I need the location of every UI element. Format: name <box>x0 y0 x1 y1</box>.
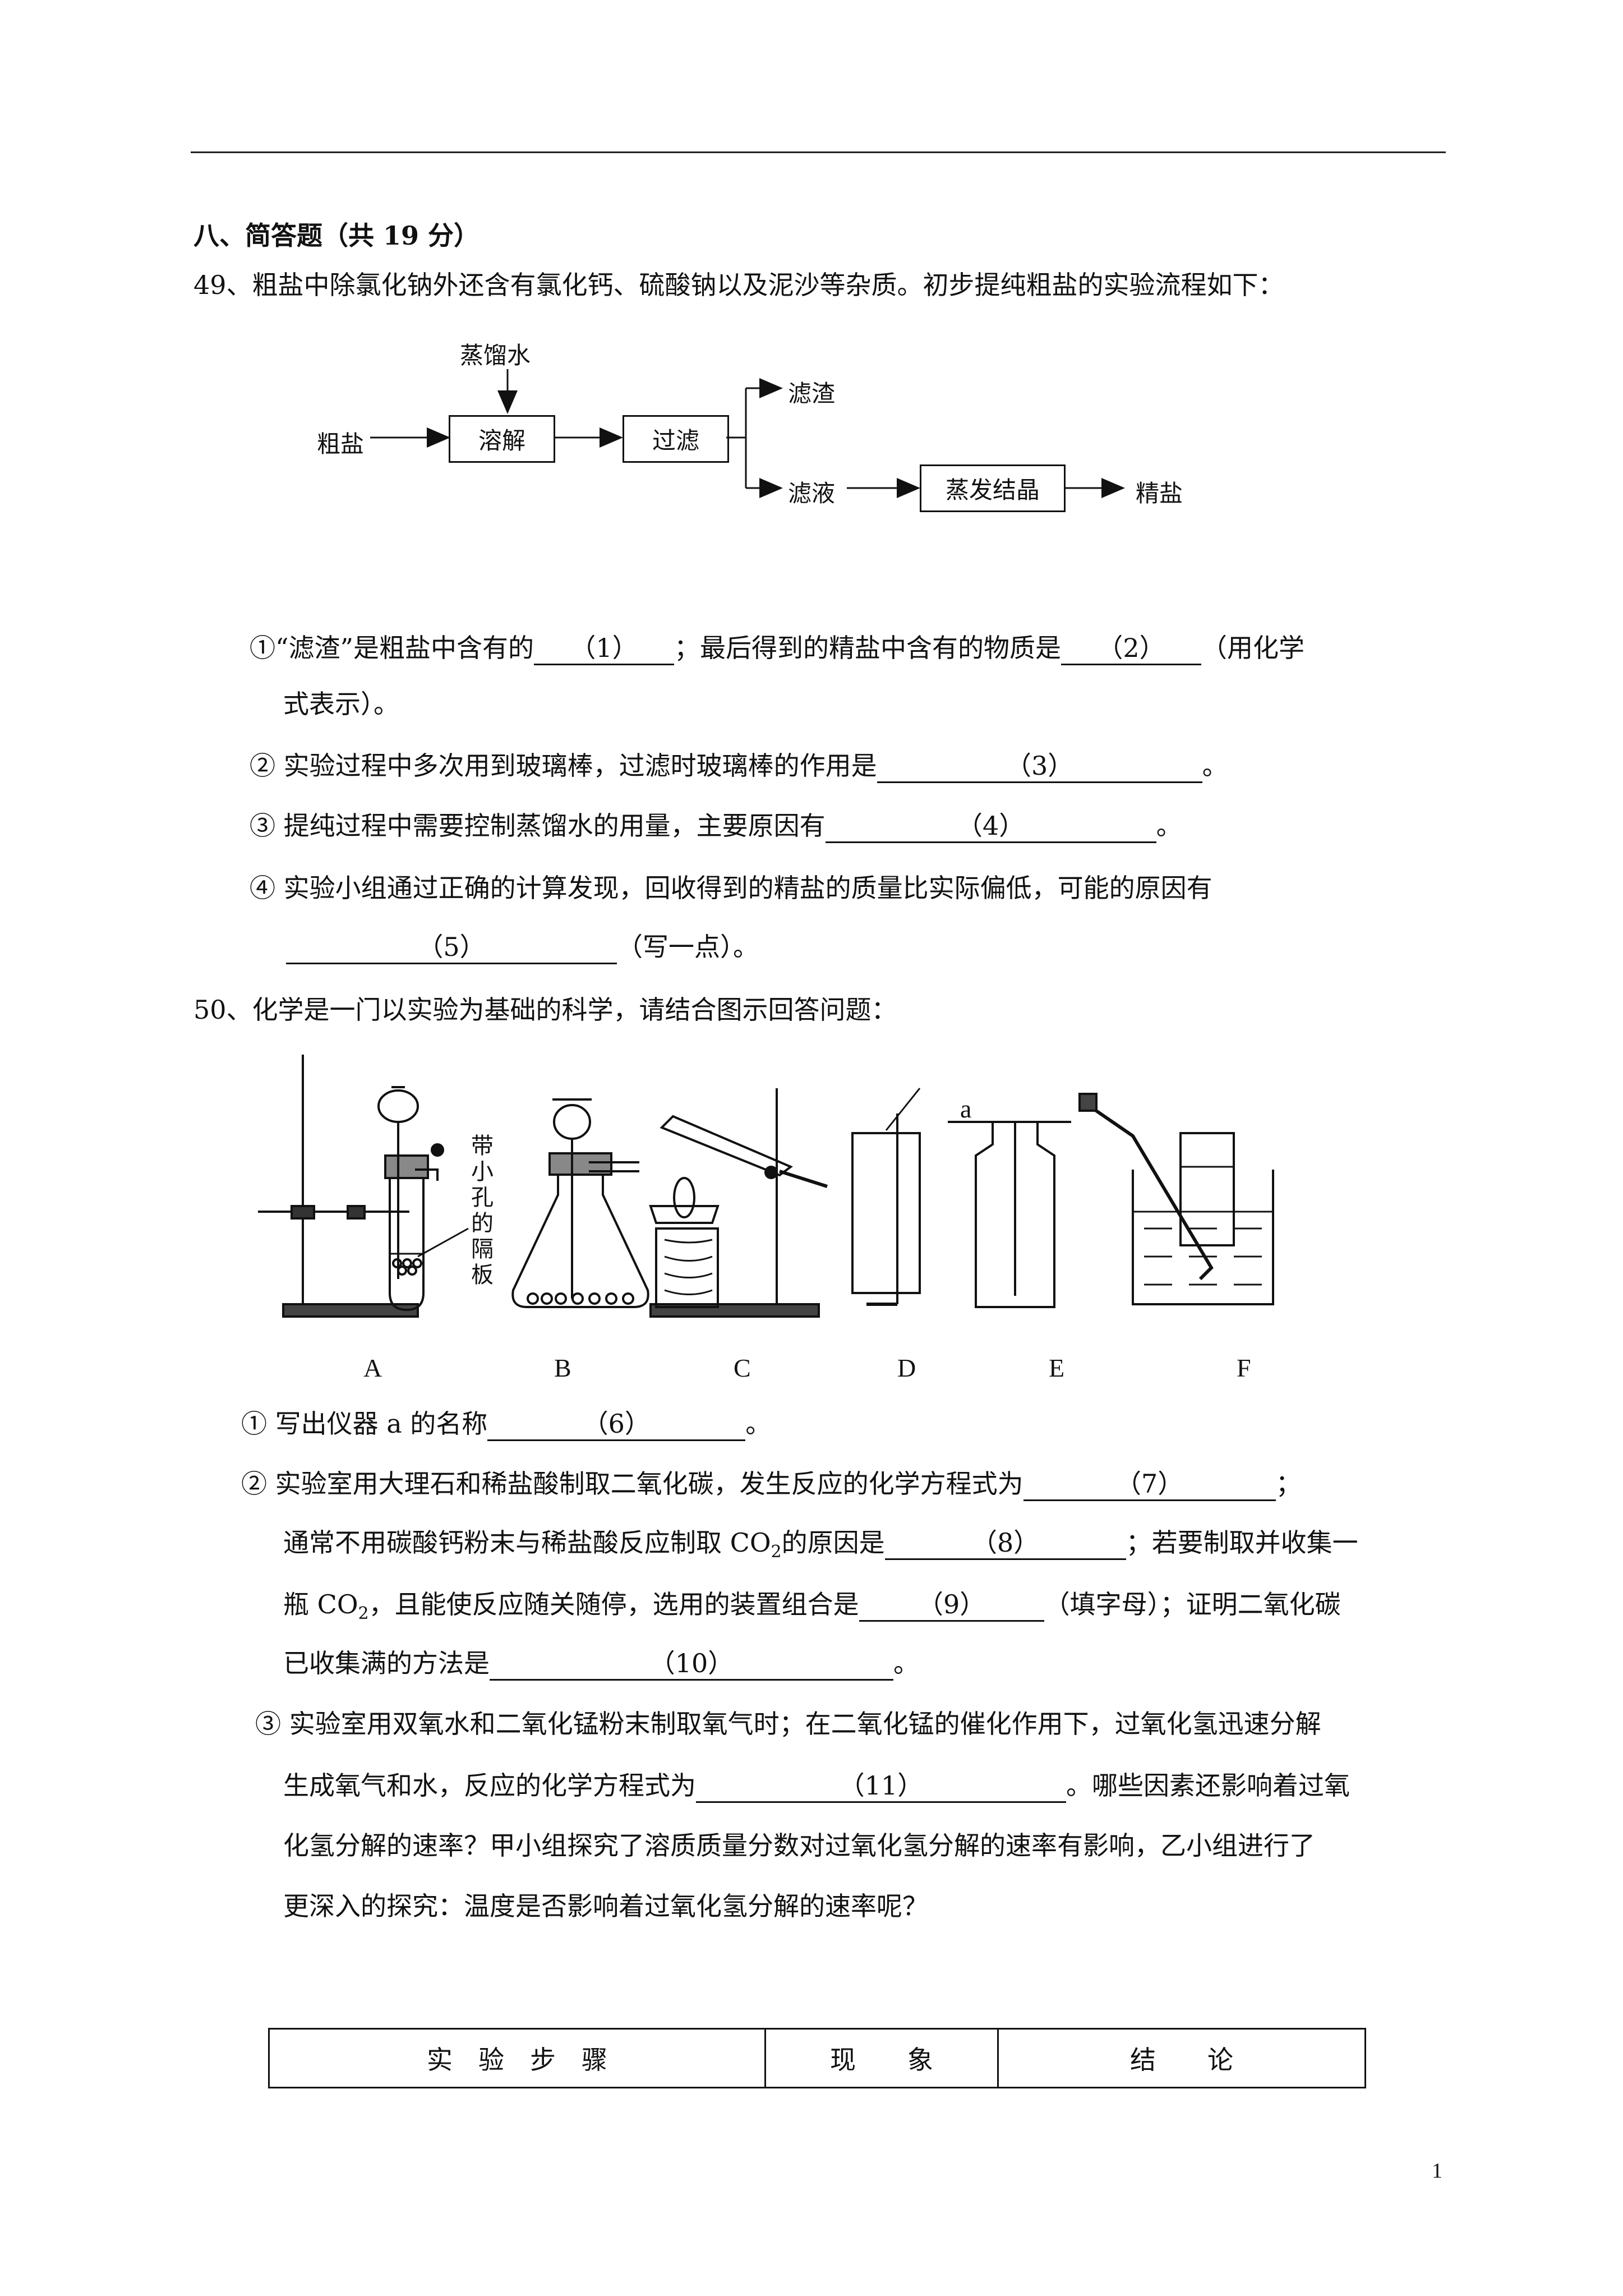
header-steps: 实 验 步 骤 <box>268 2028 766 2088</box>
q49-part1-text-c: （用化学 <box>1201 633 1305 663</box>
label-B: B <box>554 1354 571 1382</box>
q50-part2-line3: 瓶 CO2，且能使反应随关随停，选用的装置组合是（9）（填字母）；证明二氧化碳 <box>283 1588 1341 1631</box>
q49-stem: 49、粗盐中除氯化钠外还含有氯化钙、硫酸钠以及泥沙等杂质。初步提纯粗盐的实验流程… <box>193 270 1284 300</box>
q50-part2-text-a: ② 实验室用大理石和稀盐酸制取二氧化碳，发生反应的化学方程式为 <box>241 1469 1023 1499</box>
section-title: 八、简答题（共 19 分） <box>193 220 480 251</box>
header-conclusion: 结 论 <box>997 2028 1366 2088</box>
q49-part4: ④ 实验小组通过正确的计算发现，回收得到的精盐的质量比实际偏低，可能的原因有 <box>250 873 1212 903</box>
flow-residue: 滤渣 <box>788 380 836 407</box>
header-rule <box>191 151 1446 153</box>
blank-3[interactable]: （3） <box>877 750 1202 783</box>
flow-filtrate: 滤液 <box>788 480 836 507</box>
blank-4[interactable]: （4） <box>825 810 1156 843</box>
label-C: C <box>734 1354 751 1382</box>
co2-subscript-2: 2 <box>358 1604 369 1624</box>
partition-note: 带小孔的隔板 <box>471 1133 494 1288</box>
q50-stem: 50、化学是一门以实验为基础的科学，请结合图示回答问题： <box>193 995 897 1025</box>
q49-part3-text-b: 。 <box>1156 811 1182 841</box>
q50-part1: ① 写出仪器 a 的名称（6）。 <box>241 1407 771 1441</box>
q49-part4-text-b: （写一点）。 <box>617 932 759 962</box>
blank-5[interactable]: （5） <box>286 931 617 964</box>
label-F: F <box>1237 1354 1251 1382</box>
q50-part2-text-e: ；若要制取并收集一 <box>1126 1527 1358 1558</box>
q50-part2-text-c: 通常不用碳酸钙粉末与稀盐酸反应制取 CO <box>283 1527 771 1558</box>
blank-7[interactable]: （7） <box>1023 1468 1276 1501</box>
q50-part3-text-b: 生成氧气和水，反应的化学方程式为 <box>283 1770 696 1801</box>
flow-filter-box: 过滤 <box>623 415 729 463</box>
label-D: D <box>897 1354 916 1382</box>
q50-part3: ③ 实验室用双氧水和二氧化锰粉末制取氧气时；在二氧化锰的催化作用下，过氧化氢迅速… <box>255 1709 1321 1739</box>
q49-part3-text-a: ③ 提纯过程中需要控制蒸馏水的用量，主要原因有 <box>250 811 826 841</box>
q50-part2-text-d: 的原因是 <box>781 1527 885 1558</box>
q49-part1-text-a: ①“滤渣”是粗盐中含有的 <box>250 633 534 663</box>
flow-distilled-water: 蒸馏水 <box>460 342 531 369</box>
q50-part3-text-c: 。哪些因素还影响着过氧 <box>1066 1770 1350 1801</box>
table-header-row: 实 验 步 骤 现 象 结 论 <box>268 2028 1366 2088</box>
q50-part2-text-j: 。 <box>893 1648 919 1678</box>
q49-part1: ①“滤渣”是粗盐中含有的（1）；最后得到的精盐中含有的物质是（2）（用化学 <box>250 631 1304 665</box>
q50-part2: ② 实验室用大理石和稀盐酸制取二氧化碳，发生反应的化学方程式为（7）； <box>241 1467 1302 1501</box>
q50-part3-line2: 生成氧气和水，反应的化学方程式为（11）。哪些因素还影响着过氧 <box>283 1769 1350 1803</box>
blank-2[interactable]: （2） <box>1061 632 1202 665</box>
flow-dissolve-box: 溶解 <box>449 415 555 463</box>
q49-part2: ② 实验过程中多次用到玻璃棒，过滤时玻璃棒的作用是（3）。 <box>250 749 1228 783</box>
blank-6[interactable]: （6） <box>487 1408 746 1441</box>
page-number: 1 <box>1432 2159 1442 2183</box>
co2-subscript: 2 <box>771 1542 782 1562</box>
label-E: E <box>1049 1354 1065 1382</box>
q50-part2-line2: 通常不用碳酸钙粉末与稀盐酸反应制取 CO2的原因是（8）；若要制取并收集一 <box>283 1526 1358 1569</box>
q50-part2-text-b: ； <box>1275 1469 1302 1499</box>
blank-10[interactable]: （10） <box>490 1648 893 1681</box>
q50-part1-text-a: ① 写出仪器 a 的名称 <box>241 1409 488 1439</box>
q50-part3-line4: 更深入的探究：温度是否影响着过氧化氢分解的速率呢？ <box>283 1891 928 1921</box>
blank-9[interactable]: （9） <box>859 1589 1044 1622</box>
q49-part4-cont: （5）（写一点）。 <box>286 930 759 964</box>
q49-part3: ③ 提纯过程中需要控制蒸馏水的用量，主要原因有（4）。 <box>250 809 1182 843</box>
apparatus-a-marker: a <box>960 1094 972 1123</box>
apparatus-diagram <box>258 1055 1274 1318</box>
q49-part2-text-a: ② 实验过程中多次用到玻璃棒，过滤时玻璃棒的作用是 <box>250 751 877 781</box>
flowchart-arrows <box>370 369 1125 498</box>
q49-part2-text-b: 。 <box>1202 751 1228 781</box>
q50-part1-text-b: 。 <box>745 1409 772 1439</box>
experiment-table: 实 验 步 骤 现 象 结 论 <box>268 2028 1366 2088</box>
blank-8[interactable]: （8） <box>884 1527 1126 1560</box>
flow-crude-salt: 粗盐 <box>317 430 365 458</box>
q50-part2-text-i: 已收集满的方法是 <box>283 1648 490 1678</box>
q50-part3-line3: 化氢分解的速率？甲小组探究了溶质质量分数对过氧化氢分解的速率有影响，乙小组进行了 <box>283 1830 1315 1861</box>
q50-part2-text-h: （填字母）；证明二氧化碳 <box>1044 1589 1341 1619</box>
label-A: A <box>363 1354 382 1382</box>
q50-part2-line4: 已收集满的方法是（10）。 <box>283 1646 919 1681</box>
q49-part1-text-b: ；最后得到的精盐中含有的物质是 <box>674 633 1062 663</box>
flow-refined-salt: 精盐 <box>1136 480 1183 507</box>
q50-part2-text-f: 瓶 CO <box>283 1589 358 1619</box>
q49-part1-cont: 式表示）。 <box>283 689 399 719</box>
q50-part2-text-g: ，且能使反应随关随停，选用的装置组合是 <box>368 1589 859 1619</box>
blank-1[interactable]: （1） <box>534 632 675 665</box>
flow-evaporate-box: 蒸发结晶 <box>920 464 1066 512</box>
header-phenomenon: 现 象 <box>764 2028 999 2088</box>
blank-11[interactable]: （11） <box>696 1770 1066 1803</box>
